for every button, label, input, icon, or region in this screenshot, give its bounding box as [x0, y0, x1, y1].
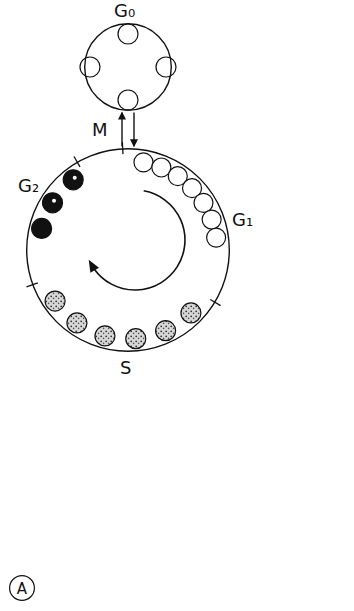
resting-cell — [80, 57, 100, 77]
label-slot: G₂ — [18, 176, 39, 197]
g1-cell — [202, 210, 221, 229]
label-slot: G₀ — [114, 1, 135, 22]
s-phase-cell — [95, 326, 115, 346]
g1-cell — [134, 153, 153, 172]
quiescent-circle: G₀ — [84, 23, 172, 111]
phase-label: G₁ — [232, 209, 253, 230]
circle-outline — [26, 148, 230, 352]
nucleus-dot — [52, 199, 56, 203]
resting-cell — [118, 90, 138, 110]
panel-letter-circle: A — [9, 575, 35, 601]
label-slot: S — [120, 358, 131, 379]
label-slot: M — [92, 120, 108, 141]
phase-label: A — [17, 580, 27, 598]
s-phase-cell — [67, 313, 87, 333]
g2-cell — [63, 170, 83, 190]
phase-label: G₀ — [114, 0, 135, 21]
circle-outline — [84, 23, 172, 111]
phase-label: M — [92, 119, 108, 140]
nucleus-dot — [73, 176, 77, 180]
phase-label: G₂ — [18, 175, 39, 196]
resting-cell — [118, 24, 138, 44]
cell-group — [27, 24, 226, 349]
s-phase-cell — [181, 303, 201, 323]
cycle-direction-arc — [94, 191, 185, 290]
s-phase-cell — [126, 329, 146, 349]
cell-cycle-circle: MG₂G₁S — [26, 148, 230, 352]
cycle-direction-head — [89, 260, 99, 273]
g2-cell — [32, 218, 52, 238]
label-slot: G₁ — [232, 210, 253, 231]
s-phase-cell — [45, 291, 65, 311]
g1-cell — [194, 193, 213, 212]
transition-arrow — [133, 113, 134, 147]
phase-label: S — [120, 357, 131, 378]
transition-arrow — [121, 113, 122, 147]
g2-cell — [43, 193, 63, 213]
g1-cell — [207, 228, 226, 247]
label-slot: A — [17, 579, 27, 598]
resting-cell — [156, 57, 176, 77]
s-phase-cell — [156, 321, 176, 341]
